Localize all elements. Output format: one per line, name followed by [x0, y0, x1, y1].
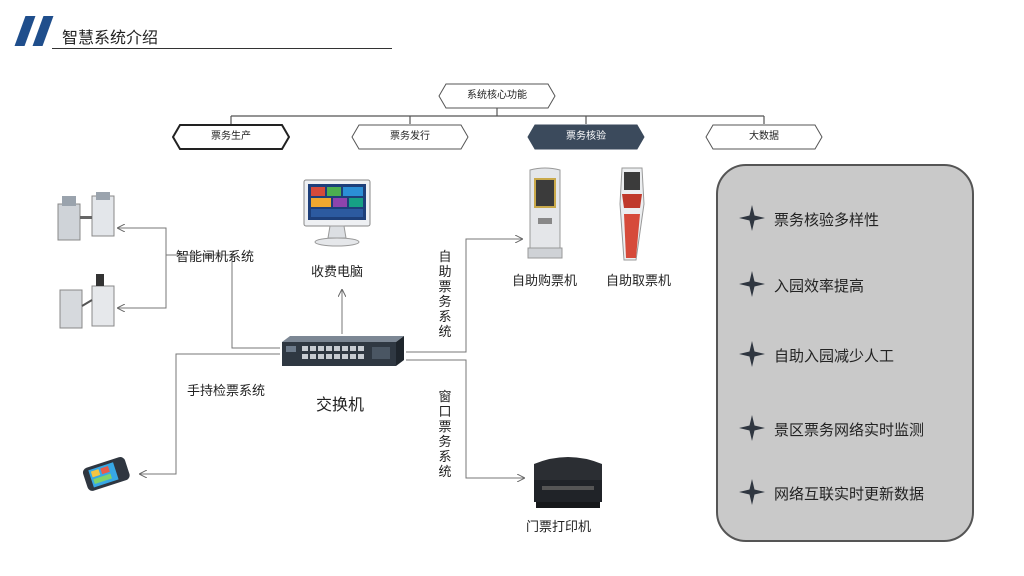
module-ticket-verification: 票务核验 [527, 124, 645, 150]
sparkle-icon [739, 341, 765, 367]
label-window-system: 窗口票务系统 [438, 390, 452, 480]
feature-item: 网络互联实时更新数据 [738, 479, 958, 506]
module-ticket-issuing: 票务发行 [351, 124, 469, 150]
label-kiosk-buy: 自助购票机 [512, 274, 578, 289]
handheld-terminal-icon [82, 457, 130, 491]
page-title: 智慧系统介绍 [62, 28, 159, 47]
features-panel: 票务核验多样性 入园效率提高 自助入园减少人工 景区票务网络实时监测 网络互联实… [716, 164, 974, 542]
title-underline [52, 48, 392, 49]
feature-item: 票务核验多样性 [738, 205, 958, 232]
core-functions-label: 系统核心功能 [438, 83, 556, 109]
gate-tripod-icon [59, 274, 115, 329]
label-handheld-system: 手持检票系统 [187, 384, 266, 399]
feature-text: 票务核验多样性 [774, 211, 880, 229]
label-printer: 门票打印机 [526, 520, 592, 535]
module-ticket-production: 票务生产 [172, 124, 290, 150]
label-pc: 收费电脑 [311, 265, 364, 280]
feature-text: 网络互联实时更新数据 [774, 485, 925, 503]
sparkle-icon [739, 205, 765, 231]
label-gate-system: 智能闸机系统 [176, 250, 255, 265]
pc-icon [303, 179, 371, 247]
label-switch: 交换机 [316, 395, 365, 414]
feature-text: 景区票务网络实时监测 [774, 421, 925, 439]
self-service-ticket-kiosk-icon [527, 167, 563, 259]
sparkle-icon [739, 271, 765, 297]
module-big-data: 大数据 [705, 124, 823, 150]
label-kiosk-pick: 自助取票机 [606, 274, 672, 289]
feature-item: 自助入园减少人工 [738, 341, 958, 368]
feature-text: 入园效率提高 [774, 277, 865, 295]
label-self-service-system: 自助票务系统 [438, 250, 452, 340]
sparkle-icon [739, 415, 765, 441]
feature-item: 景区票务网络实时监测 [738, 415, 958, 442]
feature-item: 入园效率提高 [738, 271, 958, 298]
network-switch-icon [282, 336, 404, 366]
ticket-printer-icon [534, 457, 602, 508]
ticket-pickup-kiosk-icon [619, 167, 645, 261]
sparkle-icon [739, 479, 765, 505]
gate-turnstile-icon [57, 192, 115, 241]
feature-text: 自助入园减少人工 [774, 347, 895, 365]
